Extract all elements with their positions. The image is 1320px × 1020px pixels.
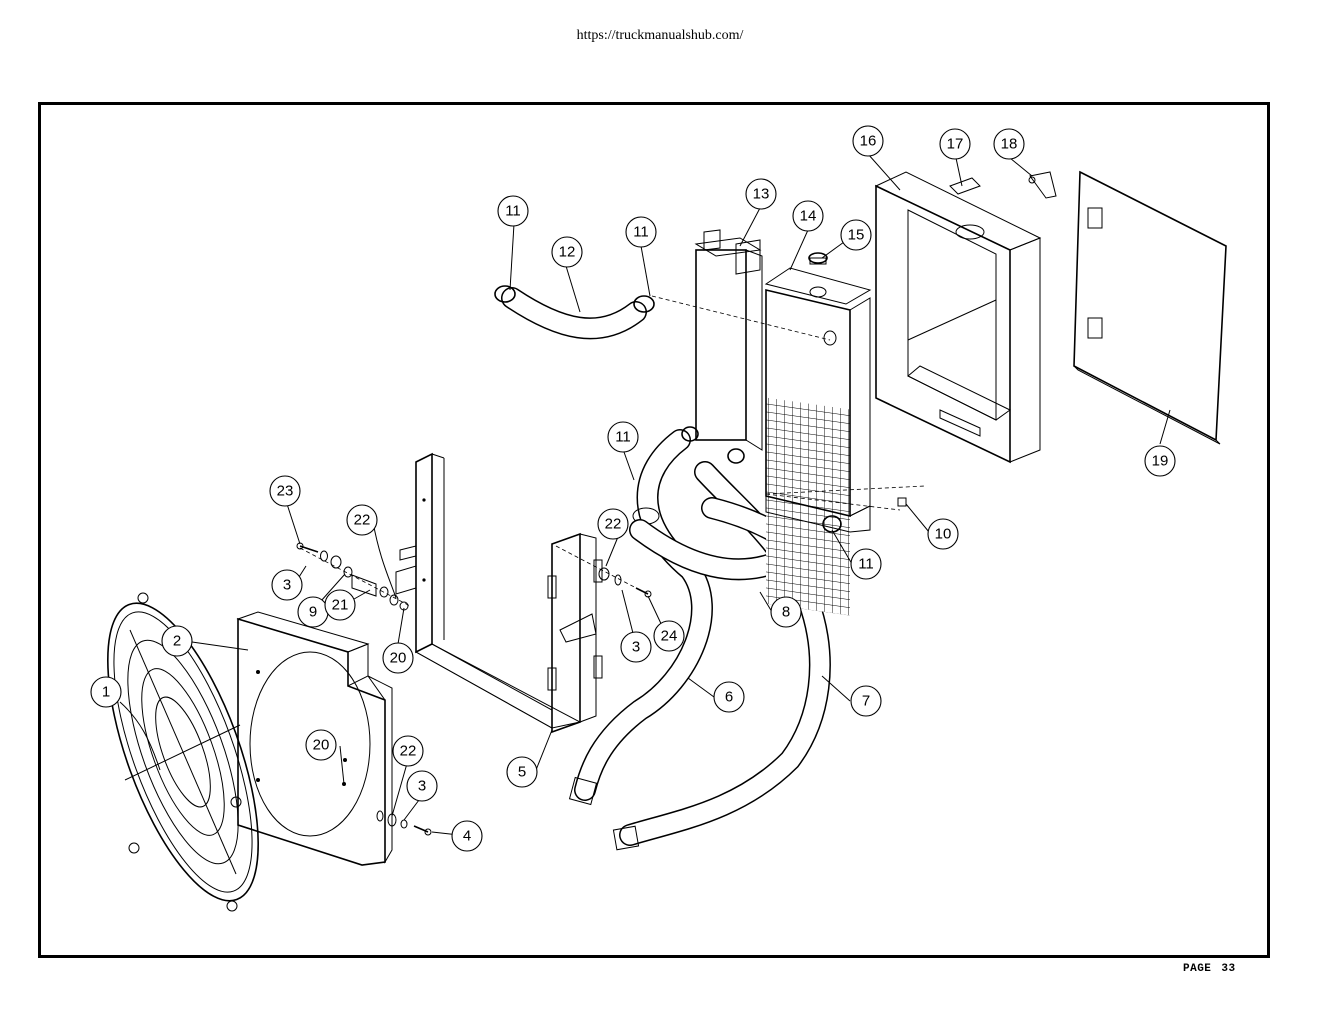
- svg-text:24: 24: [661, 628, 678, 645]
- page-number: PAGE 33: [1183, 963, 1236, 975]
- callout-14: 14: [792, 200, 824, 232]
- svg-text:3: 3: [418, 778, 426, 795]
- callout-13: 13: [745, 178, 777, 210]
- callout-21: 21: [324, 589, 356, 621]
- latch: [1028, 171, 1057, 199]
- svg-text:11: 11: [615, 429, 631, 446]
- callout-4: 4: [451, 820, 483, 852]
- grille-panel: [1073, 170, 1227, 445]
- callout-17: 17: [939, 128, 971, 160]
- svg-text:3: 3: [283, 577, 291, 594]
- callout-24: 24: [653, 620, 685, 652]
- callout-5: 5: [506, 756, 538, 788]
- callout-23: 23: [269, 475, 301, 507]
- drawing-frame: [38, 102, 1270, 958]
- svg-text:6: 6: [725, 689, 733, 706]
- callout-7: 7: [850, 685, 882, 717]
- radiator: [764, 267, 926, 616]
- svg-text:15: 15: [848, 227, 865, 244]
- svg-text:4: 4: [463, 828, 471, 845]
- fan-shroud: [236, 611, 393, 866]
- page-value: 33: [1221, 963, 1236, 975]
- radiator-housing: [874, 171, 1042, 464]
- svg-text:9: 9: [309, 604, 317, 621]
- svg-text:22: 22: [354, 512, 371, 529]
- svg-text:17: 17: [947, 136, 964, 153]
- fan-guard: [107, 592, 259, 912]
- callout-3: 3: [406, 770, 438, 802]
- source-url: https://truckmanualshub.com/: [576, 28, 744, 43]
- mounting-frame: [395, 452, 603, 734]
- svg-text:1: 1: [102, 684, 110, 701]
- callout-10: 10: [927, 518, 959, 550]
- oil-cooler: [681, 229, 763, 464]
- svg-text:21: 21: [332, 597, 349, 614]
- callout-3: 3: [271, 569, 303, 601]
- fastener-hardware: [296, 542, 652, 836]
- svg-text:3: 3: [632, 639, 640, 656]
- svg-text:19: 19: [1152, 453, 1169, 470]
- svg-text:11: 11: [633, 224, 649, 241]
- callout-3: 3: [620, 631, 652, 663]
- svg-text:20: 20: [390, 650, 407, 667]
- label-plate: [949, 177, 981, 195]
- upper-hose: [494, 285, 831, 341]
- svg-text:7: 7: [862, 693, 870, 710]
- callout-20: 20: [382, 642, 414, 674]
- hose-6: [568, 429, 713, 806]
- callout-2: 2: [161, 625, 193, 657]
- callout-12: 12: [551, 236, 583, 268]
- callout-20: 20: [305, 729, 337, 761]
- svg-text:8: 8: [782, 604, 790, 621]
- page-label: PAGE: [1183, 963, 1212, 975]
- callout-22: 22: [346, 504, 378, 536]
- callout-11: 11: [625, 216, 657, 248]
- svg-text:12: 12: [559, 244, 576, 261]
- svg-text:5: 5: [518, 764, 526, 781]
- callout-11: 11: [497, 195, 529, 227]
- callout-18: 18: [993, 128, 1025, 160]
- callout-22: 22: [392, 735, 424, 767]
- svg-text:14: 14: [800, 208, 817, 225]
- svg-text:10: 10: [935, 526, 952, 543]
- svg-text:2: 2: [173, 633, 181, 650]
- callout-11: 11: [850, 548, 882, 580]
- callout-9: 9: [297, 596, 329, 628]
- svg-text:11: 11: [858, 556, 874, 573]
- callout-22: 22: [597, 508, 629, 540]
- callout-6: 6: [713, 681, 745, 713]
- drain-cock: [897, 497, 907, 507]
- leader-lines: [119, 153, 1171, 837]
- callout-15: 15: [840, 219, 872, 251]
- callout-11: 11: [607, 421, 639, 453]
- callout-16: 16: [852, 125, 884, 157]
- svg-text:13: 13: [753, 186, 770, 203]
- svg-text:16: 16: [860, 133, 877, 150]
- callout-8: 8: [770, 596, 802, 628]
- callout-19: 19: [1144, 445, 1176, 477]
- svg-text:18: 18: [1001, 136, 1018, 153]
- svg-text:22: 22: [400, 743, 417, 760]
- svg-text:20: 20: [313, 737, 330, 754]
- svg-text:22: 22: [605, 516, 622, 533]
- radiator-cap: [808, 252, 828, 265]
- callout-1: 1: [90, 676, 122, 708]
- svg-text:23: 23: [277, 483, 294, 500]
- svg-text:11: 11: [505, 203, 521, 220]
